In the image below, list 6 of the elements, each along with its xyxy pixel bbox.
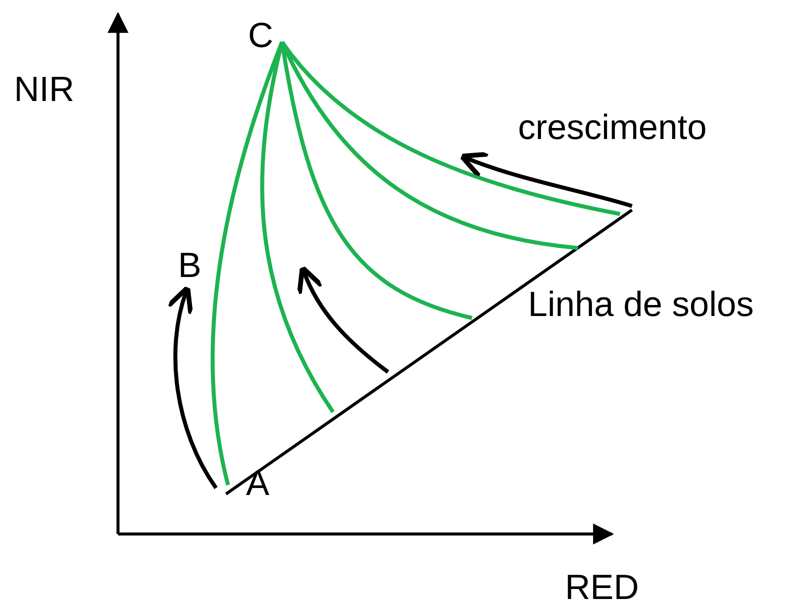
point-label: C (248, 18, 274, 53)
point-label: B (178, 248, 202, 283)
axis-label: RED (565, 570, 639, 605)
annotation-label: crescimento (518, 110, 707, 145)
annotation-label: Linha de solos (528, 287, 754, 322)
axis-label: NIR (14, 72, 74, 107)
